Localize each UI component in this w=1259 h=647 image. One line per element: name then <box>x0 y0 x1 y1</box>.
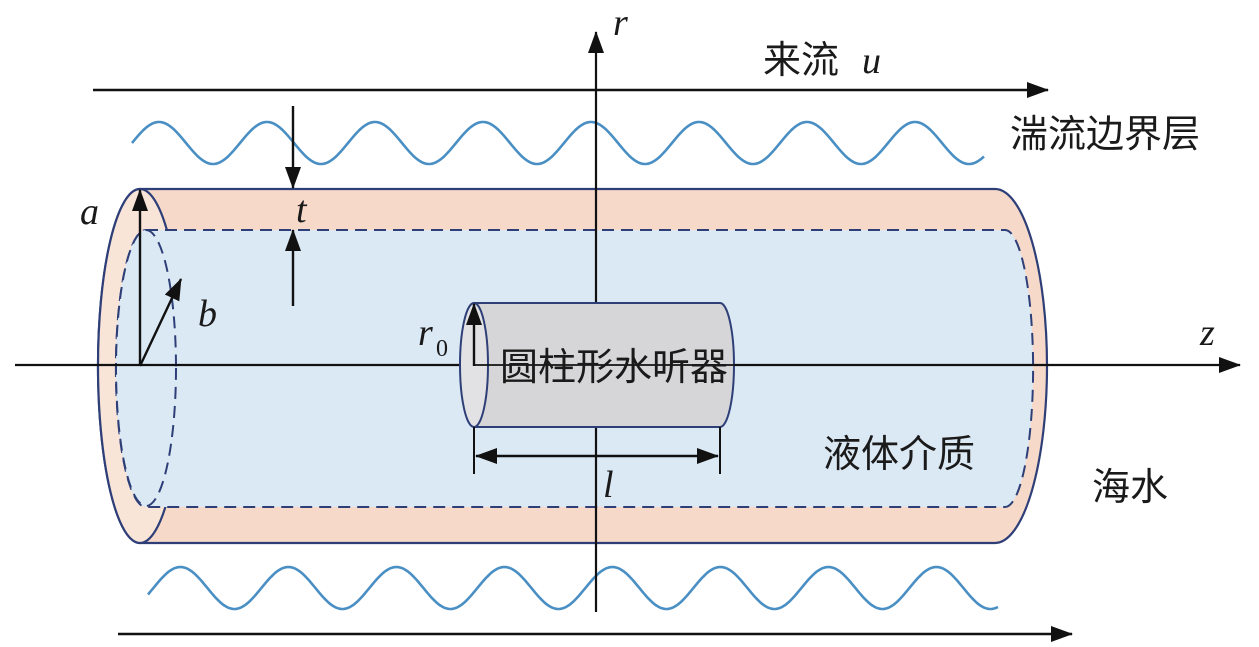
thickness-label: t <box>296 189 308 231</box>
boundary-layer-label: 湍流边界层 <box>1010 112 1200 156</box>
inner-radius-label: b <box>198 293 217 335</box>
liquid-medium-label: 液体介质 <box>823 432 975 476</box>
length-label: l <box>603 464 614 506</box>
boundary-wave-top <box>131 120 985 166</box>
flow-symbol-label: u <box>862 40 881 82</box>
z-axis-label: z <box>1199 312 1215 354</box>
hydrophone-radius-label: r <box>418 312 433 354</box>
radius-b-arrow <box>138 278 183 367</box>
hydrophone-label: 圆柱形水听器 <box>500 345 728 389</box>
r-axis-label: r <box>613 2 628 44</box>
outer-radius-label: a <box>80 191 99 233</box>
seawater-label: 海水 <box>1092 465 1168 509</box>
boundary-wave-bottom <box>147 565 999 611</box>
incoming-flow-label: 来流 <box>763 38 839 82</box>
hydrophone-radius-subscript: 0 <box>436 336 448 362</box>
